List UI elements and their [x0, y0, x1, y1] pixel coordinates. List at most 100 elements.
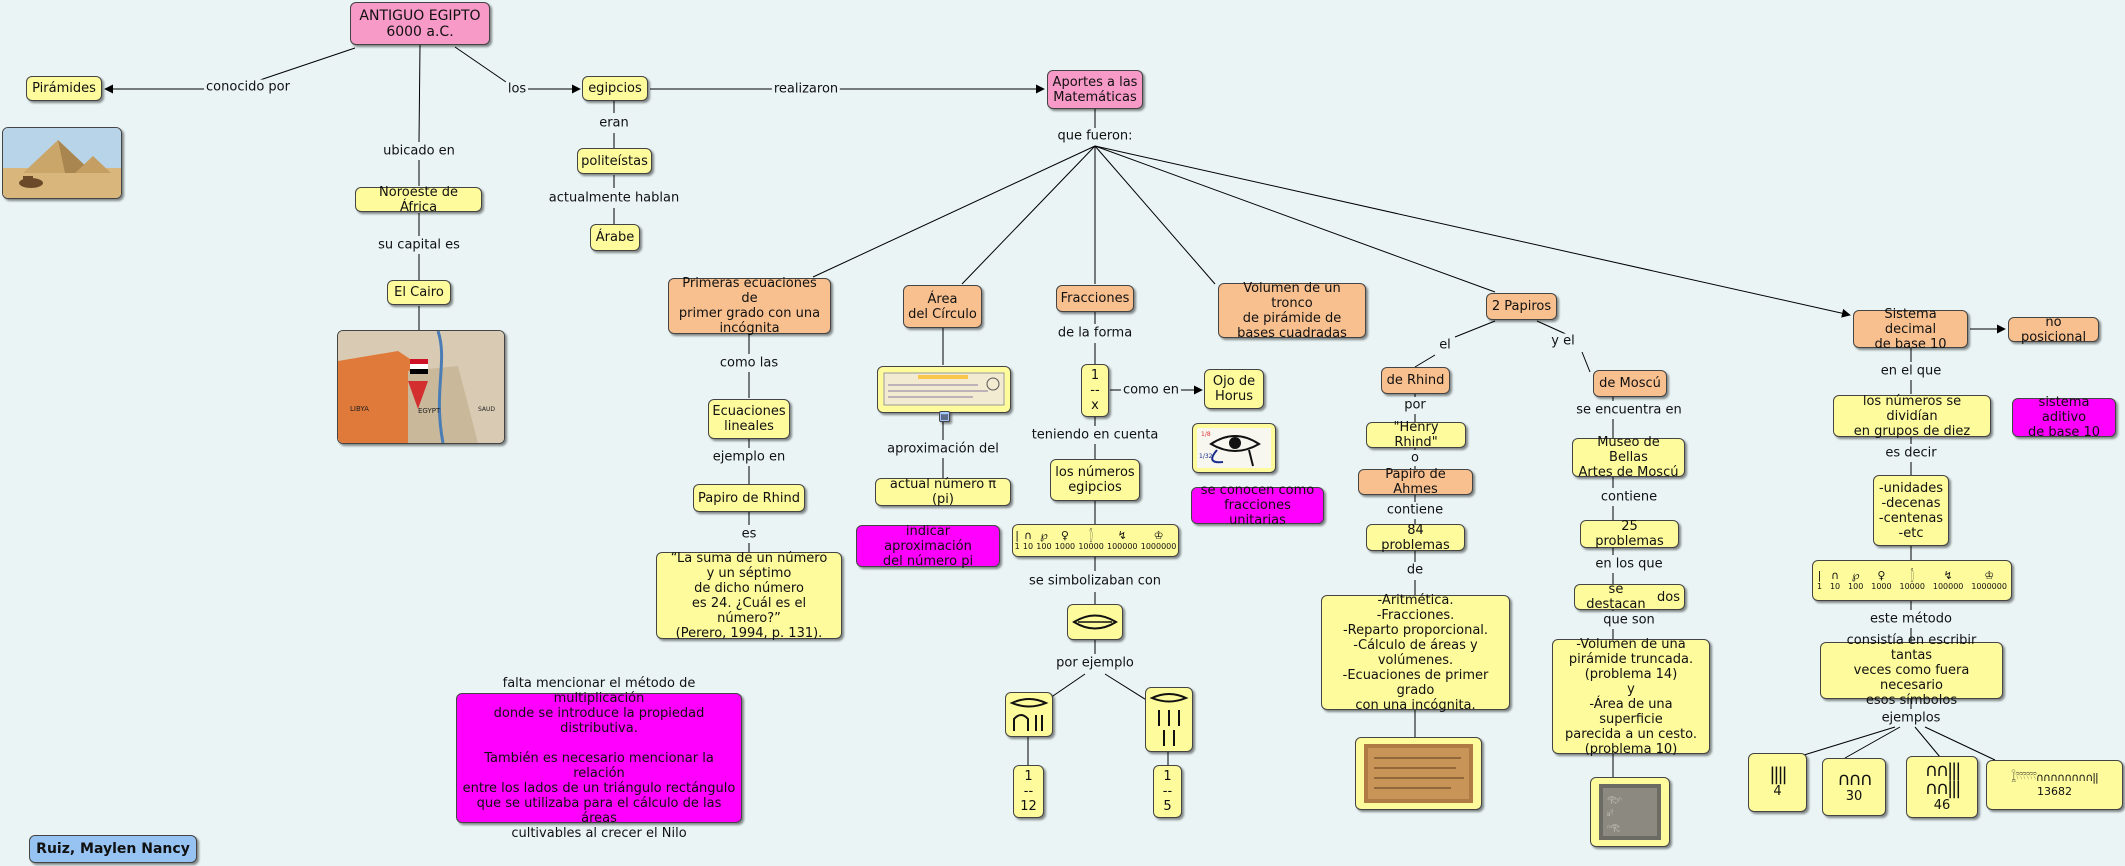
- link-en-el-que: en el que: [1878, 363, 1944, 379]
- link-su-capital: su capital es: [376, 237, 462, 253]
- pi-value-node[interactable]: actual número π (pi): [875, 477, 1011, 507]
- noroeste-africa-node[interactable]: Noroeste de África: [355, 185, 482, 215]
- example-4-node[interactable]: |||| 4: [1748, 753, 1807, 812]
- link-se-encuentra: se encuentra en: [1574, 402, 1684, 418]
- link-es: es: [739, 526, 759, 542]
- link-los: los: [505, 81, 529, 97]
- link-en-los-que: en los que: [1593, 556, 1665, 572]
- link-que-son: que son: [1601, 612, 1657, 628]
- no-posicional-node[interactable]: no posicional: [2008, 315, 2099, 345]
- rhind-papyrus-image: [1355, 737, 1482, 810]
- link-por: por: [1402, 397, 1428, 413]
- quote-node[interactable]: “La suma de un número y un séptimo de di…: [656, 551, 842, 641]
- ojo-horus-node[interactable]: Ojo de Horus: [1204, 369, 1264, 409]
- example-13682-node[interactable]: 𓆼𓍢𓍢𓍢𓍢𓍢𓍢∩∩∩∩∩∩∩∩|| 13682: [1986, 760, 2123, 810]
- papiro-rhind-node[interactable]: Papiro de Rhind: [693, 484, 805, 512]
- el-cairo-node[interactable]: El Cairo: [387, 280, 451, 305]
- link-conocido-por: conocido por: [204, 79, 292, 95]
- link-actualmente-hablan: actualmente hablan: [546, 190, 682, 206]
- link-teniendo-en-cuenta: teniendo en cuenta: [1029, 427, 1161, 443]
- sistema-aditivo-node[interactable]: sistema aditivo de base 10: [2012, 395, 2116, 440]
- volumen-node[interactable]: Volumen de un tronco de pirámide de base…: [1218, 281, 1366, 341]
- antiguo-egipto-node[interactable]: ANTIGUO EGIPTO 6000 a.C.: [350, 2, 490, 45]
- temas-moscu-node[interactable]: -Volumen de una pirámide truncada. (prob…: [1552, 637, 1710, 757]
- dos-papiros-node[interactable]: 2 Papiros: [1486, 293, 1557, 320]
- piramides-node[interactable]: Pirámides: [26, 76, 102, 101]
- hieroglyph-1-5-image: [1145, 687, 1193, 752]
- link-y-el: y el: [1549, 333, 1577, 349]
- egipcios-node[interactable]: egipcios: [582, 76, 648, 101]
- svg-text:𓎆𓂀: 𓎆𓂀: [1607, 823, 1620, 832]
- link-el: el: [1437, 337, 1453, 353]
- ecuaciones-lineales-node[interactable]: Ecuaciones lineales: [708, 399, 790, 439]
- aportes-node[interactable]: Aportes a las Matemáticas: [1047, 70, 1143, 109]
- fraction-1-12-node[interactable]: 1 -- 12: [1013, 765, 1044, 818]
- example-4-glyph: ||||: [1769, 764, 1787, 785]
- pi-icon[interactable]: ▤: [939, 411, 950, 422]
- arabe-node[interactable]: Árabe: [590, 224, 640, 251]
- de-rhind-node[interactable]: de Rhind: [1381, 367, 1450, 394]
- fracciones-node[interactable]: Fracciones: [1056, 285, 1134, 312]
- example-30-glyph: ∩∩∩: [1837, 768, 1873, 790]
- link-ejemplos: ejemplos: [1879, 710, 1943, 726]
- example-46-glyph-2: ∩∩|||: [1924, 777, 1962, 799]
- papiro-ahmes-node[interactable]: Papiro de Ahmes: [1358, 467, 1473, 497]
- link-de: de: [1404, 562, 1426, 578]
- link-ubicado-en: ubicado en: [381, 143, 457, 159]
- link-realizaron: realizaron: [771, 81, 841, 97]
- ochenta-cuatro-problemas-node[interactable]: 84 problemas: [1366, 523, 1465, 553]
- fraction-1x-node[interactable]: 1 -- x: [1081, 364, 1109, 417]
- link-eran: eran: [597, 115, 631, 131]
- author-label: Ruiz, Maylen Nancy: [29, 835, 197, 863]
- svg-text:𓏤𓏤𓍢: 𓏤𓏤𓍢: [1607, 809, 1614, 818]
- link-por-ejemplo: por ejemplo: [1054, 655, 1136, 671]
- hieroglyph-1-12-image: [1005, 692, 1053, 737]
- moscow-papyrus-image: 𓂀𓏤𓎆 𓏤𓏤𓍢 𓎆𓂀: [1590, 777, 1670, 847]
- se-destacan-dos-node[interactable]: se destacan dos: [1574, 582, 1685, 612]
- primeras-ecuaciones-node[interactable]: Primeras ecuaciones de primer grado con …: [668, 276, 831, 336]
- numeros-egipcios-node[interactable]: los números egipcios: [1050, 459, 1140, 501]
- link-aproximacion: aproximación del: [885, 441, 1001, 457]
- de-moscu-node[interactable]: de Moscú: [1593, 370, 1667, 397]
- svg-text:EGYPT: EGYPT: [418, 407, 441, 415]
- link-como-en: como en: [1120, 382, 1182, 398]
- example-13682-glyph: 𓆼𓍢𓍢𓍢𓍢𓍢𓍢∩∩∩∩∩∩∩∩||: [2011, 770, 2098, 784]
- example-30-node[interactable]: ∩∩∩ 30: [1822, 758, 1886, 816]
- politeistas-node[interactable]: politeístas: [577, 148, 652, 174]
- grupos-diez-node[interactable]: los números se dividían en grupos de die…: [1833, 394, 1991, 439]
- area-circulo-node[interactable]: Área del Círculo: [903, 285, 982, 328]
- link-ejemplo-en: ejemplo en: [710, 449, 788, 465]
- link-que-fueron: que fueron:: [1055, 128, 1135, 144]
- mouth-symbol-image: [1067, 604, 1123, 640]
- sistema-decimal-node[interactable]: Sistema decimal de base 10: [1853, 307, 1968, 352]
- link-de-la-forma: de la forma: [1055, 325, 1135, 341]
- example-30-label: 30: [1845, 788, 1863, 804]
- unidades-node[interactable]: -unidades -decenas -centenas -etc: [1873, 475, 1949, 546]
- pyramids-image: [2, 127, 122, 199]
- consistia-node[interactable]: consistía en escribir tantas veces como …: [1820, 633, 2003, 708]
- henry-rhind-node[interactable]: "Henry Rhind": [1366, 420, 1466, 450]
- link-se-simbolizaban: se simbolizaban con: [1026, 573, 1164, 589]
- se-destacan-label: se destacan: [1586, 582, 1646, 612]
- link-como-las: como las: [717, 355, 781, 371]
- svg-text:SAUD: SAUD: [478, 406, 495, 413]
- museo-moscu-node[interactable]: Museo de Bellas Artes de Moscú: [1572, 435, 1685, 480]
- egypt-map-image: LIBYA EGYPT SAUD: [337, 330, 505, 444]
- link-o: o: [1409, 450, 1421, 466]
- example-46-label: 46: [1933, 797, 1951, 813]
- fraction-1-5-node[interactable]: 1 -- 5: [1153, 765, 1182, 818]
- link-es-decir: es decir: [1883, 445, 1939, 461]
- pi-note-node[interactable]: indicar aproximación del número pi: [856, 524, 1000, 569]
- example-4-label: 4: [1773, 784, 1782, 799]
- temas-rhind-node[interactable]: -Aritmética. -Fracciones. -Reparto propo…: [1321, 593, 1510, 713]
- svg-text:1/8: 1/8: [1201, 431, 1211, 438]
- fracciones-unitarias-node[interactable]: se conocen como fracciones unitarias: [1191, 483, 1324, 528]
- example-46-node[interactable]: ∩∩||| ∩∩||| 46: [1906, 756, 1978, 818]
- falta-mencionar-note[interactable]: falta mencionar el método de multiplicac…: [456, 676, 742, 841]
- svg-text:LIBYA: LIBYA: [350, 405, 369, 413]
- veinticinco-problemas-node[interactable]: 25 problemas: [1580, 519, 1679, 549]
